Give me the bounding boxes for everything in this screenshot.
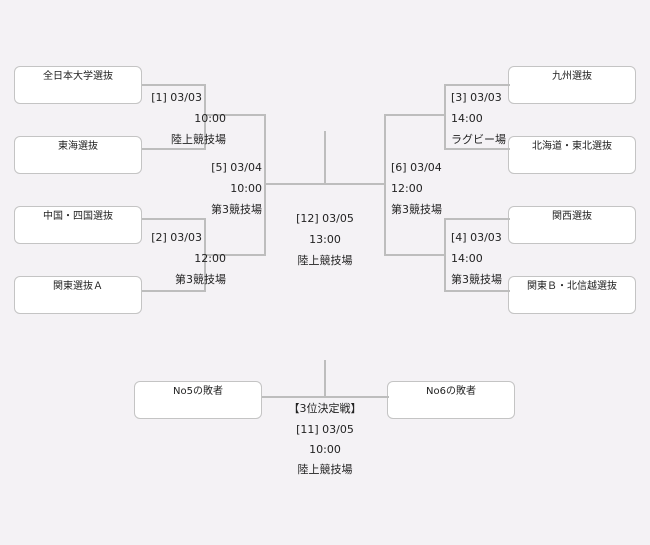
bracket-line (324, 131, 326, 185)
team-name: 全日本大学選抜 (43, 71, 113, 82)
match-2-venue: 第3競技場 (175, 273, 226, 286)
bracket-line (142, 218, 206, 220)
team-box[interactable]: 九州選抜 (508, 66, 636, 104)
bracket-line (444, 84, 446, 150)
bracket-line (142, 148, 206, 150)
team-box[interactable]: 北海道・東北選抜 (508, 136, 636, 174)
team-box[interactable]: 関東選抜Ａ (14, 276, 142, 314)
bracket-line (384, 254, 446, 256)
match-5-time: 10:00 (230, 182, 262, 195)
bracket-line (262, 396, 389, 398)
team-box[interactable]: 全日本大学選抜 (14, 66, 142, 104)
final-match-venue: 陸上競技場 (297, 254, 353, 267)
bracket-line (384, 114, 386, 256)
match-1-time: 10:00 (194, 112, 226, 125)
match-4-time: 14:00 (451, 252, 483, 265)
team-box[interactable]: 関西選抜 (508, 206, 636, 244)
third-place-match-venue: 陸上競技場 (297, 463, 353, 476)
match-3-time: 14:00 (451, 112, 483, 125)
team-name: 関東選抜Ａ (53, 281, 103, 292)
bracket-line (142, 290, 206, 292)
third-place-label: 【3位決定戦】 (288, 402, 362, 415)
match-6-venue: 第3競技場 (391, 203, 442, 216)
match-2-id: [2] 03/03 (151, 231, 202, 244)
match-3-venue: ラグビー場 (451, 133, 506, 146)
third-place-match-time: 10:00 (309, 443, 341, 456)
final-match-id: [12] 03/05 (296, 212, 354, 225)
bracket-line (446, 290, 510, 292)
team-name: 九州選抜 (552, 71, 592, 82)
match-6-time: 12:00 (391, 182, 423, 195)
team-box[interactable]: 中国・四国選抜 (14, 206, 142, 244)
bracket-line (446, 218, 510, 220)
final-match-time: 13:00 (309, 233, 341, 246)
bracket-line (204, 114, 266, 116)
team-name: No5の敗者 (173, 386, 223, 397)
match-5-venue: 第3競技場 (211, 203, 262, 216)
bracket-line (446, 148, 510, 150)
team-name: No6の敗者 (426, 386, 476, 397)
bracket-line (384, 114, 446, 116)
bracket-line (264, 114, 266, 256)
match-1-venue: 陸上競技場 (171, 133, 226, 146)
match-2-time: 12:00 (194, 252, 226, 265)
team-name: 関東Ｂ・北信越選抜 (527, 281, 617, 292)
team-name: 関西選抜 (552, 211, 592, 222)
team-box[interactable]: 東海選抜 (14, 136, 142, 174)
match-4-venue: 第3競技場 (451, 273, 502, 286)
bracket-line (324, 360, 326, 398)
team-box[interactable]: No6の敗者 (387, 381, 515, 419)
third-place-match-id: [11] 03/05 (296, 423, 354, 436)
match-3-id: [3] 03/03 (451, 91, 502, 104)
match-5-id: [5] 03/04 (211, 161, 262, 174)
team-name: 東海選抜 (58, 141, 98, 152)
team-box[interactable]: 関東Ｂ・北信越選抜 (508, 276, 636, 314)
bracket-line (204, 84, 206, 150)
match-6-id: [6] 03/04 (391, 161, 442, 174)
match-1-id: [1] 03/03 (151, 91, 202, 104)
team-name: 中国・四国選抜 (43, 211, 113, 222)
match-4-id: [4] 03/03 (451, 231, 502, 244)
team-name: 北海道・東北選抜 (532, 141, 612, 152)
bracket-line (142, 84, 206, 86)
bracket-line (446, 84, 510, 86)
bracket-line (204, 254, 266, 256)
team-box[interactable]: No5の敗者 (134, 381, 262, 419)
